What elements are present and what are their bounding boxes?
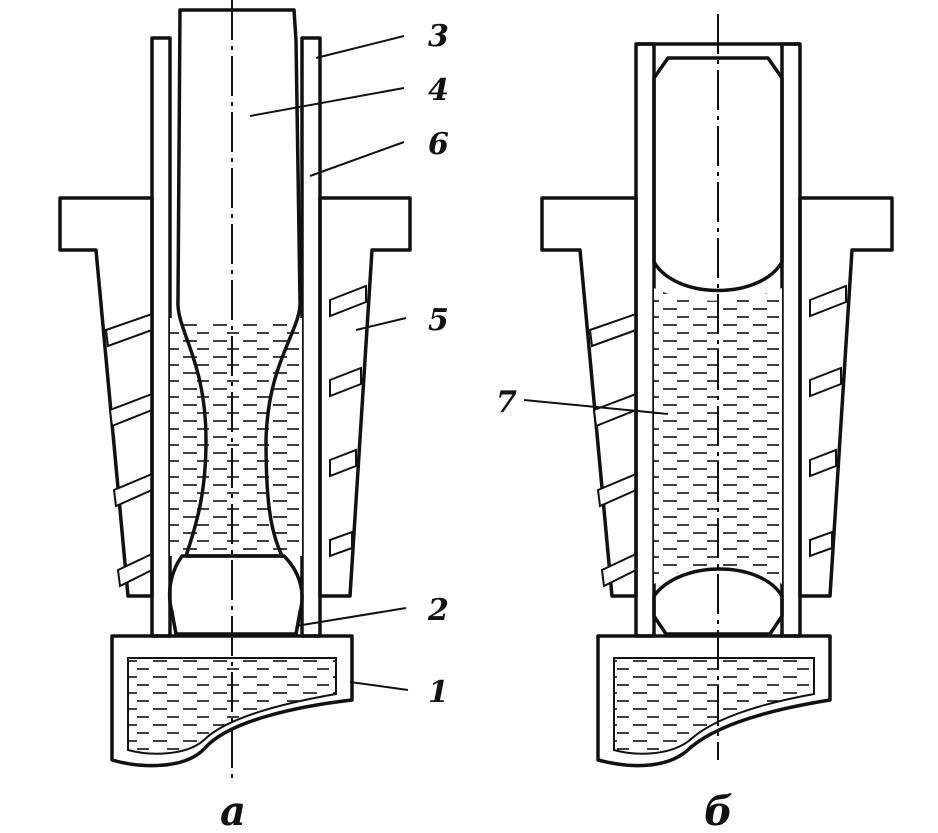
label-5: 5 [428, 303, 449, 338]
caption-a: а [220, 788, 246, 833]
caption-b: б [704, 788, 733, 833]
label-7: 7 [496, 385, 517, 420]
vessel-b-melt [613, 657, 815, 755]
vessel-b [596, 634, 832, 768]
leader-7 [523, 399, 669, 415]
figure-a: 3 4 6 5 2 1 а [58, 0, 449, 833]
label-6: 6 [428, 127, 449, 162]
mould-b [540, 196, 894, 598]
label-3: 3 [428, 19, 449, 54]
seed-2 [167, 554, 304, 636]
figure-b: 7 б [496, 14, 894, 833]
seed-b [652, 567, 784, 636]
leader-lines-a [249, 35, 409, 691]
label-4: 4 [428, 73, 449, 108]
label-1: 1 [428, 675, 449, 710]
rod-upper-b [652, 56, 784, 293]
label-2: 2 [427, 593, 449, 628]
